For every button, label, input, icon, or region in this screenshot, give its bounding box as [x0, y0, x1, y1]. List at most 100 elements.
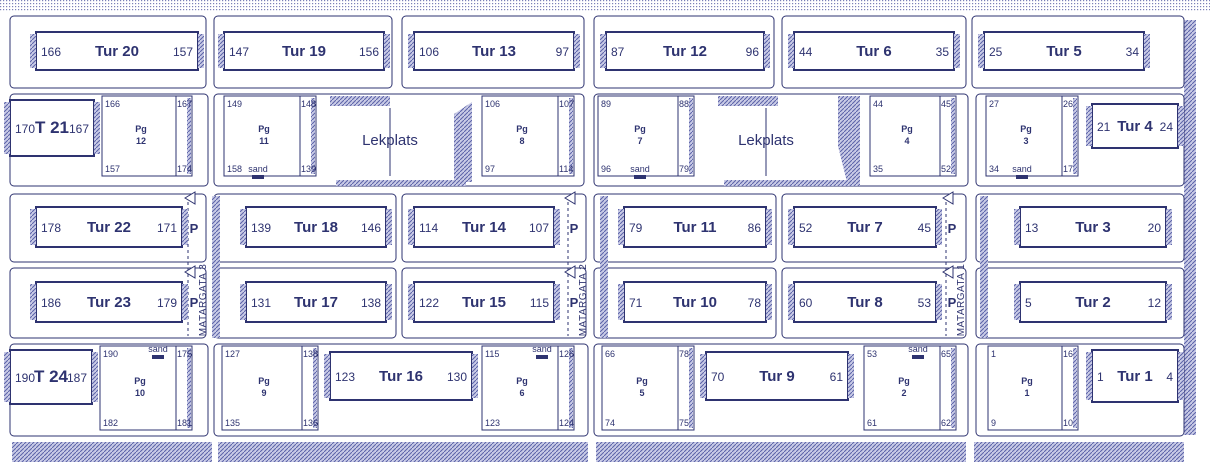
entrance-right: [384, 34, 390, 68]
house-number-start: 147: [229, 45, 249, 59]
playground-hedge-bottom: [336, 180, 466, 186]
entrance-left: [978, 34, 984, 68]
playground-slope-2: [838, 96, 860, 186]
garage-number-a: 89: [601, 99, 611, 109]
parking-label: P: [190, 221, 199, 236]
top-border-band: [0, 0, 1210, 12]
garage-number-b: 35: [873, 164, 883, 174]
entrance-right: [764, 34, 770, 68]
garage-label: Pg: [1020, 124, 1032, 134]
house-number-end: 61: [830, 370, 844, 384]
garage-number-b: 96: [601, 164, 611, 174]
playground-hedge-bottom: [724, 180, 854, 186]
entrance-left: [788, 34, 794, 68]
garage-number-b: 97: [485, 164, 495, 174]
house-number-start: 71: [629, 296, 643, 310]
house-number-end: 187: [67, 371, 87, 385]
house-number-start: 1: [1097, 370, 1104, 384]
building-name: Tur 7: [847, 219, 883, 236]
entrance-right: [182, 209, 188, 245]
building-name: Tur 9: [759, 368, 795, 385]
house-number-start: 131: [251, 296, 271, 310]
garage-label-number: 5: [639, 388, 644, 398]
entrance-right: [766, 284, 772, 320]
garage-number-d: 79: [679, 164, 689, 174]
garage-number-a: 149: [227, 99, 242, 109]
garage-doors: [1073, 98, 1077, 174]
building-name: Tur 23: [87, 294, 131, 311]
sand-box: [1016, 175, 1028, 179]
entrance-right: [848, 354, 854, 398]
building-name: Tur 19: [282, 43, 326, 60]
garage-number-d: 136: [303, 418, 318, 428]
right-edge-band: [1184, 20, 1196, 435]
sand-label: sand: [148, 344, 168, 354]
house-number-start: 186: [41, 296, 61, 310]
garage-doors: [311, 98, 315, 174]
playground-1: Lekplats: [330, 96, 466, 186]
parking-arrow: [184, 191, 196, 205]
parking-arrow: [942, 265, 954, 279]
garage-doors: [1073, 348, 1077, 428]
garage-number-c: 175: [177, 349, 192, 359]
house-number-start: 139: [251, 221, 271, 235]
entrance-right: [386, 284, 392, 320]
garage-label: Pg: [135, 124, 147, 134]
building-name: Tur 10: [673, 294, 717, 311]
entrance-right: [1166, 284, 1172, 320]
house-number-start: 166: [41, 45, 61, 59]
sand-box: [252, 175, 264, 179]
sand-label: sand: [532, 344, 552, 354]
building-outline: [329, 351, 473, 401]
garage-number-b: 9: [991, 418, 996, 428]
building-name: Tur 20: [95, 43, 139, 60]
house-number-start: 122: [419, 296, 439, 310]
garage-doors: [689, 348, 693, 428]
house-number-end: 156: [359, 45, 379, 59]
garage-number-c: 126: [559, 349, 574, 359]
garage-number-d: 124: [559, 418, 574, 428]
building-name: Tur 3: [1075, 219, 1111, 236]
house-number-end: 24: [1160, 120, 1174, 134]
playground-hedge-top: [718, 96, 778, 106]
garage-number-a: 127: [225, 349, 240, 359]
building-outline: [793, 206, 937, 248]
sand-box: [912, 355, 924, 359]
parking-3: P: [564, 191, 579, 236]
entrance-left: [618, 209, 624, 245]
parking-4: P: [564, 265, 579, 310]
garage-label-number: 11: [259, 136, 269, 146]
garage-number-d: 174: [177, 164, 192, 174]
garage-number-d: 181: [177, 418, 192, 428]
garage-label-number: 7: [637, 136, 642, 146]
garage-label: Pg: [258, 376, 270, 386]
garage-number-c: 107: [559, 99, 574, 109]
house-number-end: 157: [173, 45, 193, 59]
garage-number-d: 75: [679, 418, 689, 428]
building-name: Tur 6: [856, 43, 892, 60]
playground-slope-1: [454, 102, 472, 182]
building-name: Tur 12: [663, 43, 707, 60]
building-name: Tur 8: [847, 294, 883, 311]
garage-label: Pg: [898, 376, 910, 386]
house-number-start: 79: [629, 221, 643, 235]
entrance-right: [936, 209, 942, 245]
garage-label-number: 6: [519, 388, 524, 398]
building-name: Tur 14: [462, 219, 507, 236]
garage-label: Pg: [134, 376, 146, 386]
